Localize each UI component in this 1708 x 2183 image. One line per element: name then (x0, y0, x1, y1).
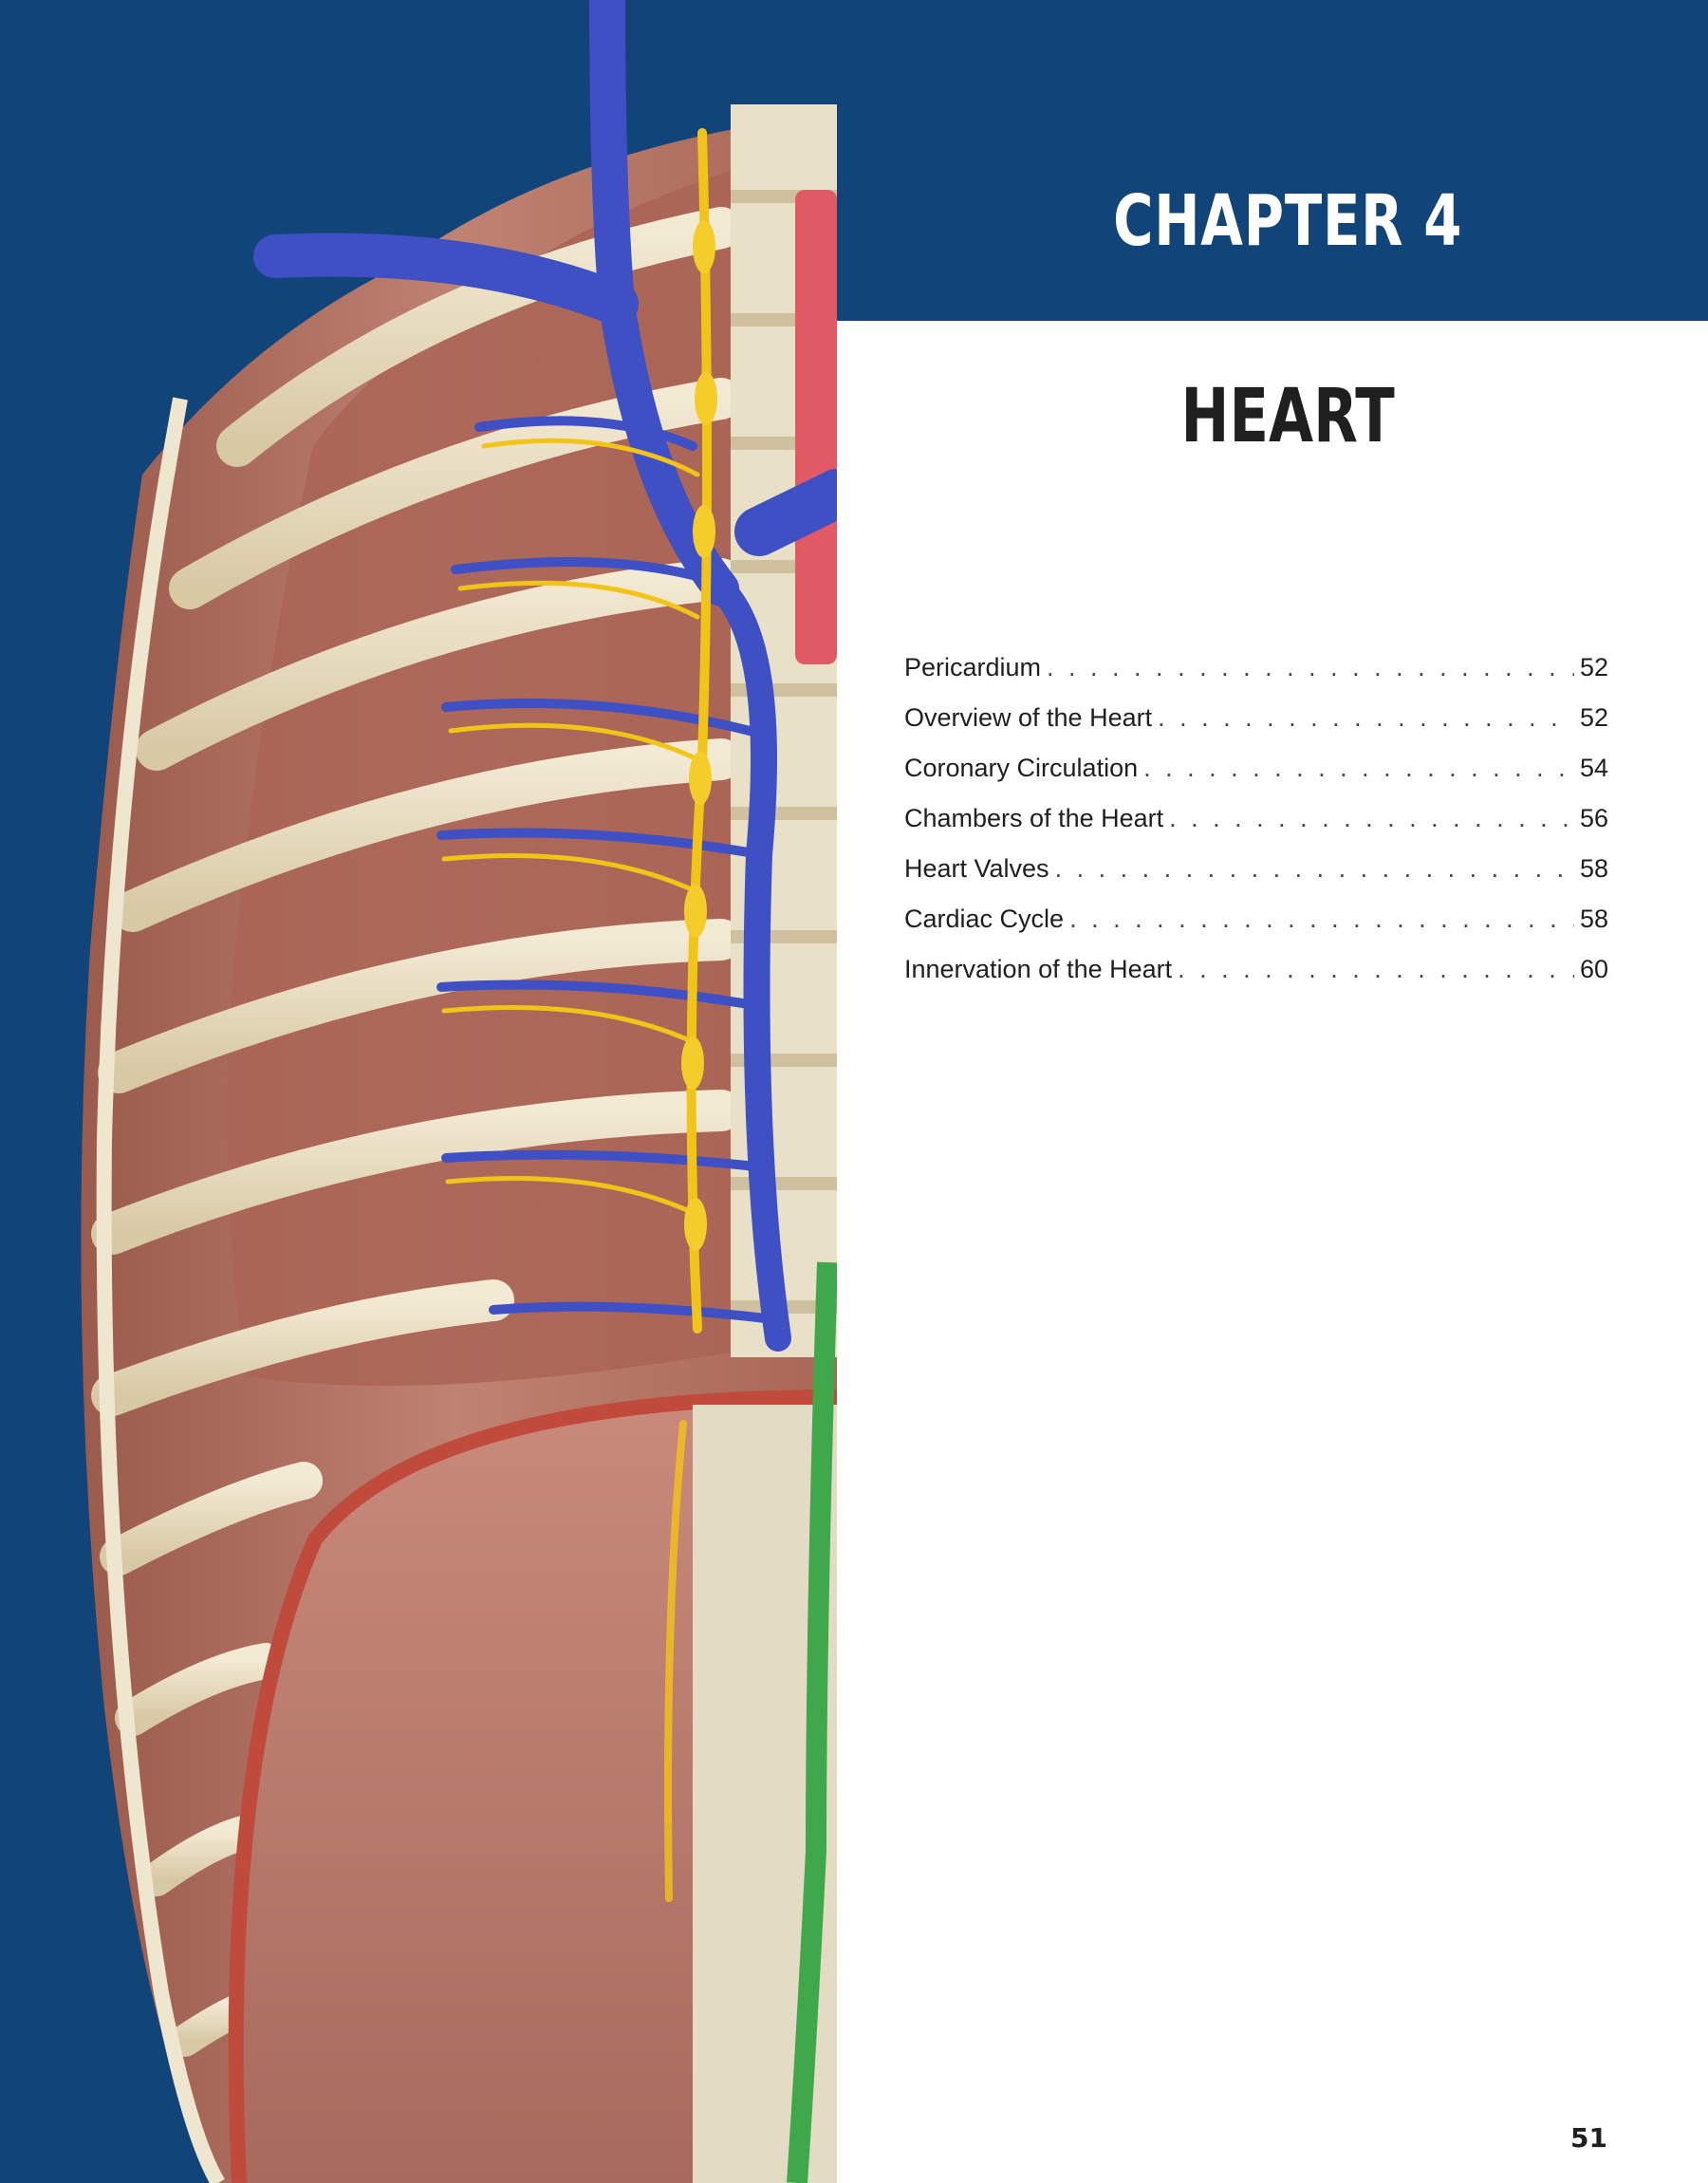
sympathetic-ganglia (681, 220, 717, 1251)
toc-entry-innervation[interactable]: Innervation of the Heart 60 (904, 955, 1608, 1005)
toc-entry-overview[interactable]: Overview of the Heart 52 (904, 703, 1608, 754)
toc-dot-leader (1055, 854, 1574, 884)
toc-dot-leader (1047, 653, 1574, 682)
toc-entry-page: 60 (1579, 955, 1608, 983)
costal-margin (96, 397, 225, 2183)
toc-dot-leader (1143, 754, 1574, 783)
page-number: 51 (1570, 2122, 1607, 2154)
toc-entry-pericardium[interactable]: Pericardium 52 (904, 653, 1608, 703)
toc-dot-leader (1069, 905, 1574, 934)
toc-entry-cardiac-cycle[interactable]: Cardiac Cycle 58 (904, 905, 1608, 955)
anatomy-artwork (81, 0, 837, 2183)
chapter-number: CHAPTER 4 (1113, 180, 1463, 262)
toc-entry-page: 52 (1579, 653, 1608, 681)
toc-entry-page: 54 (1579, 754, 1608, 782)
toc-entry-page: 52 (1579, 703, 1608, 732)
toc-entry-page: 58 (1579, 854, 1608, 883)
toc-entry-heart-valves[interactable]: Heart Valves 58 (904, 854, 1608, 905)
toc-entry-label: Innervation of the Heart (904, 955, 1173, 983)
thoracic-duct (787, 1261, 837, 2183)
chapter-title: HEART (1180, 374, 1395, 459)
toc-entry-label: Heart Valves (904, 854, 1049, 883)
toc-dot-leader (1178, 955, 1574, 984)
toc-entry-label: Pericardium (904, 653, 1042, 681)
chapter-header-band: CHAPTER 4 (837, 0, 1708, 321)
toc-entry-label: Cardiac Cycle (904, 905, 1065, 933)
toc-entry-coronary-circulation[interactable]: Coronary Circulation 54 (904, 754, 1608, 804)
toc-entry-label: Coronary Circulation (904, 754, 1139, 782)
thoracic-anatomy-illustration (0, 0, 837, 2183)
toc-entry-label: Overview of the Heart (904, 703, 1153, 732)
diaphragm (233, 1395, 837, 2183)
veins (253, 0, 837, 1352)
toc-entry-chambers[interactable]: Chambers of the Heart 56 (904, 804, 1608, 854)
toc-entry-page: 56 (1579, 804, 1608, 832)
toc-entry-label: Chambers of the Heart (904, 804, 1164, 832)
toc-entry-page: 58 (1579, 905, 1608, 933)
toc-dot-leader (1169, 804, 1574, 833)
table-of-contents: Pericardium 52 Overview of the Heart 52 … (904, 653, 1608, 1005)
aorta (795, 190, 837, 664)
toc-dot-leader (1158, 703, 1574, 733)
